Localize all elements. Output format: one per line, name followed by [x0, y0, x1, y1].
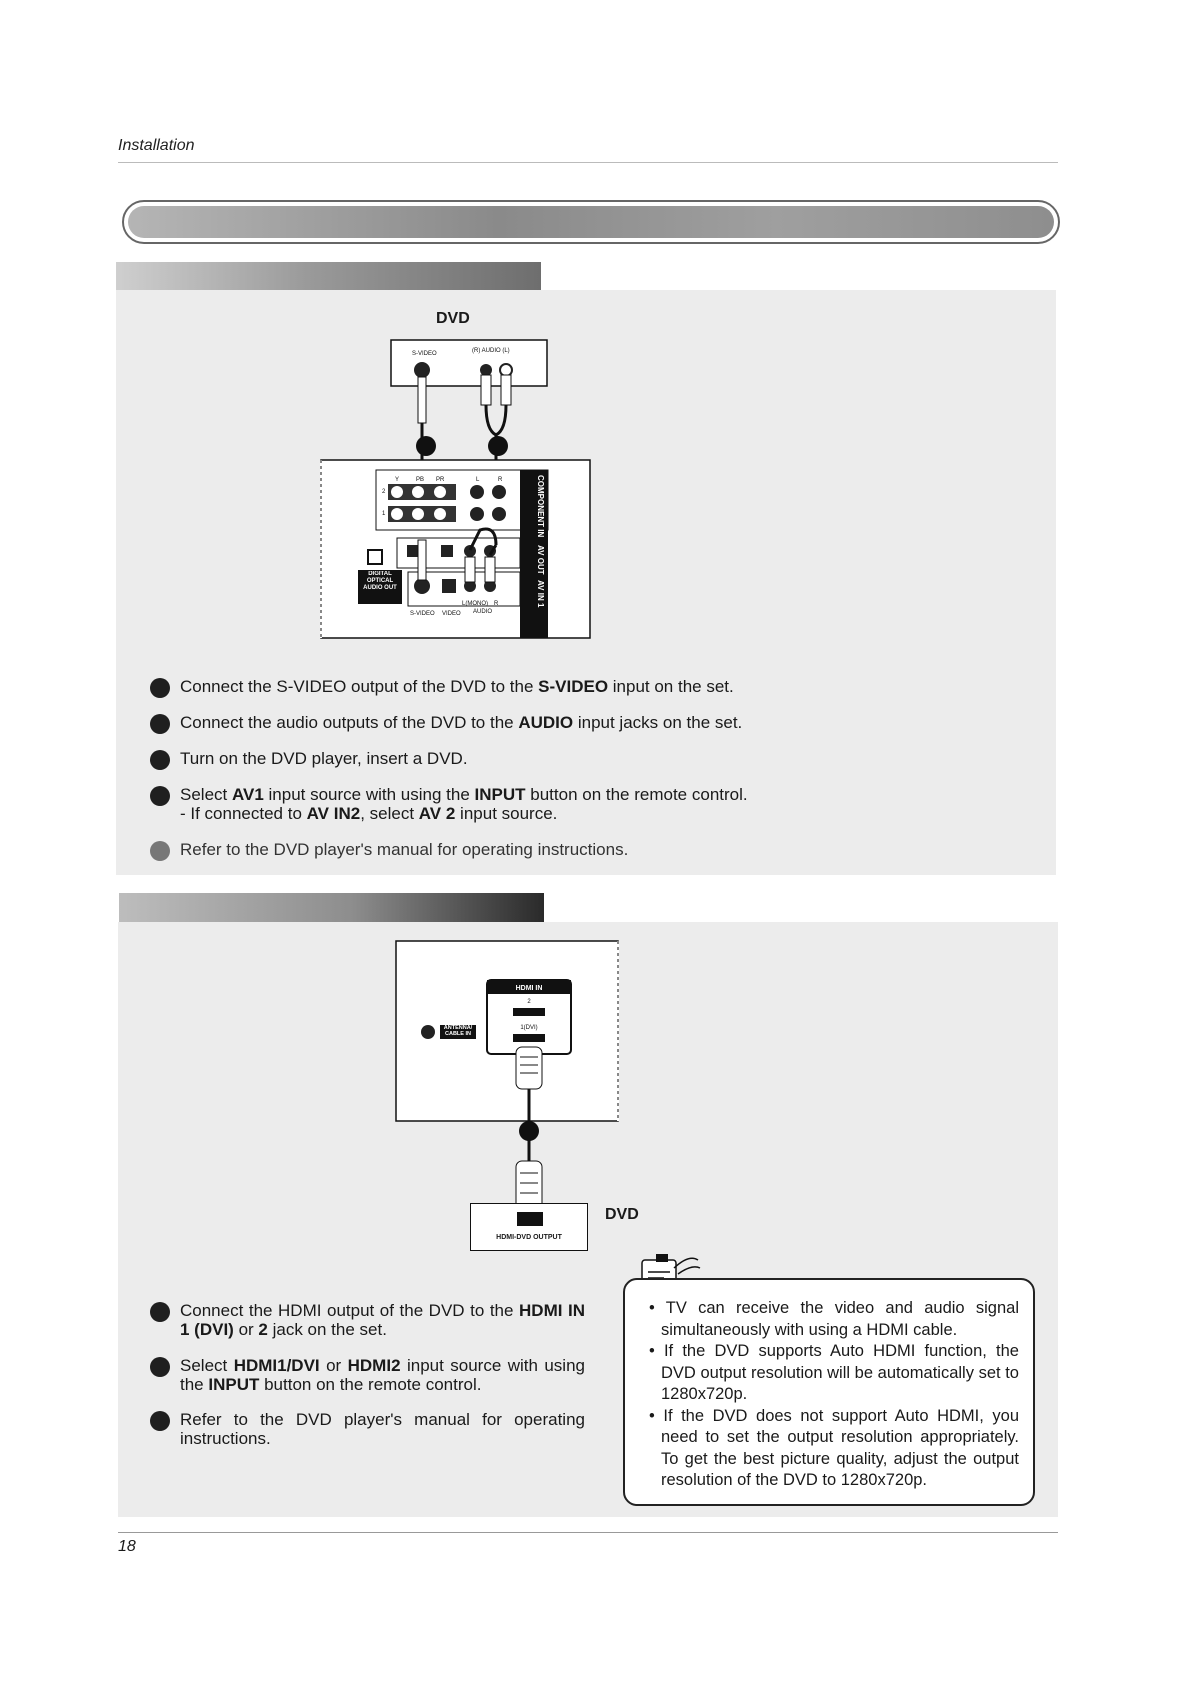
svg-text:2: 2	[382, 489, 386, 495]
dvd-rear-panel	[390, 339, 548, 387]
s2-step3-bullet	[150, 1411, 170, 1431]
running-header: Installation	[118, 137, 195, 154]
tv-video-jack	[442, 579, 456, 593]
svideo-plug-top	[417, 376, 427, 424]
hdmi1-port	[513, 1034, 545, 1042]
s1-refer: Refer to the DVD player's manual for ope…	[180, 840, 629, 859]
step2-marker	[488, 436, 508, 456]
tv-audio-r-jack	[484, 580, 496, 592]
s1-step4: Select AV1 input source with using the I…	[180, 785, 748, 804]
svg-text:AUDIO: AUDIO	[473, 609, 492, 615]
dvd-label-1: DVD	[436, 310, 470, 327]
svg-text:VIDEO: VIDEO	[442, 611, 461, 617]
svg-text:L: L	[476, 477, 480, 483]
tv-audio-l-jack	[464, 580, 476, 592]
footer-rule	[118, 1532, 1058, 1533]
s2-step1-bullet	[150, 1302, 170, 1322]
svg-text:PB: PB	[416, 477, 424, 483]
antenna-jack	[421, 1025, 435, 1039]
note-item: TV can receive the video and audio signa…	[649, 1298, 1019, 1341]
svideo-connection-diagram: S-VIDEO (R) AUDIO (L) Y PB PR L R 2 1 CO…	[320, 339, 591, 639]
svg-text:L(MONO): L(MONO)	[462, 601, 488, 607]
tv-svideo-jack	[414, 578, 430, 594]
hdmi-connection-diagram: HDMI IN 2 1(DVI) ANTENNA/ CABLE IN	[395, 940, 619, 1212]
step2-bullet	[150, 714, 170, 734]
dvd-audio-label: (R) AUDIO (L)	[472, 348, 510, 354]
s1-step2: Connect the audio outputs of the DVD to …	[180, 713, 743, 732]
dvd-hdmi-port	[517, 1212, 543, 1226]
s1-step4-sub: - If connected to AV IN2, select AV 2 in…	[180, 804, 558, 823]
s2-step3: Refer to the DVD player's manual for ope…	[180, 1410, 585, 1448]
svg-text:R: R	[494, 601, 499, 607]
step4-bullet	[150, 786, 170, 806]
header-rule	[118, 162, 1058, 163]
av-in1-label: AV IN 1	[536, 580, 545, 608]
title-bar	[122, 200, 1060, 244]
audio-cable-split	[484, 404, 508, 437]
section1-tab	[116, 262, 541, 292]
svg-text:Y: Y	[395, 477, 399, 483]
s2-step2: Select HDMI1/DVI or HDMI2 input source w…	[180, 1356, 585, 1394]
dvd-svideo-jack	[414, 362, 430, 378]
dvd-hdmi-label: HDMI-DVD OUTPUT	[496, 1234, 562, 1241]
component-in-label: COMPONENT IN	[536, 475, 545, 537]
svg-text:PR: PR	[436, 477, 445, 483]
dvd-audio-l-jack	[499, 363, 513, 377]
s2-step1: Connect the HDMI output of the DVD to th…	[180, 1301, 585, 1339]
note-item: If the DVD does not support Auto HDMI, y…	[649, 1406, 1019, 1492]
s1-step1: Connect the S-VIDEO output of the DVD to…	[180, 677, 734, 696]
svg-text:R: R	[498, 477, 503, 483]
svg-text:S-VIDEO: S-VIDEO	[410, 611, 435, 617]
s2-step2-bullet	[150, 1357, 170, 1377]
hdmi-in-label: HDMI IN	[516, 985, 543, 992]
hdmi2-port	[513, 1008, 545, 1016]
step1-bullet	[150, 678, 170, 698]
step1-marker	[416, 436, 436, 456]
step5-bullet	[150, 841, 170, 861]
note-item: If the DVD supports Auto HDMI function, …	[649, 1341, 1019, 1406]
svg-text:1(DVI): 1(DVI)	[520, 1025, 537, 1031]
svg-text:1: 1	[382, 511, 386, 517]
digital-optical-badge	[358, 570, 402, 604]
dvd-hdmi-box: HDMI-DVD OUTPUT	[470, 1203, 588, 1251]
step3-bullet	[150, 750, 170, 770]
note-box: TV can receive the video and audio signa…	[623, 1278, 1035, 1506]
svg-text:2: 2	[527, 999, 531, 1005]
hdmi-step-marker	[519, 1121, 539, 1141]
optical-port	[367, 549, 383, 565]
av-out-label: AV OUT	[536, 545, 545, 575]
dvd-svideo-label: S-VIDEO	[412, 351, 437, 357]
s1-step3: Turn on the DVD player, insert a DVD.	[180, 749, 468, 768]
dvd-audio-r-jack	[480, 364, 492, 376]
page-number: 18	[118, 1538, 136, 1555]
section2-tab	[119, 893, 544, 923]
dvd-label-2: DVD	[605, 1206, 639, 1223]
